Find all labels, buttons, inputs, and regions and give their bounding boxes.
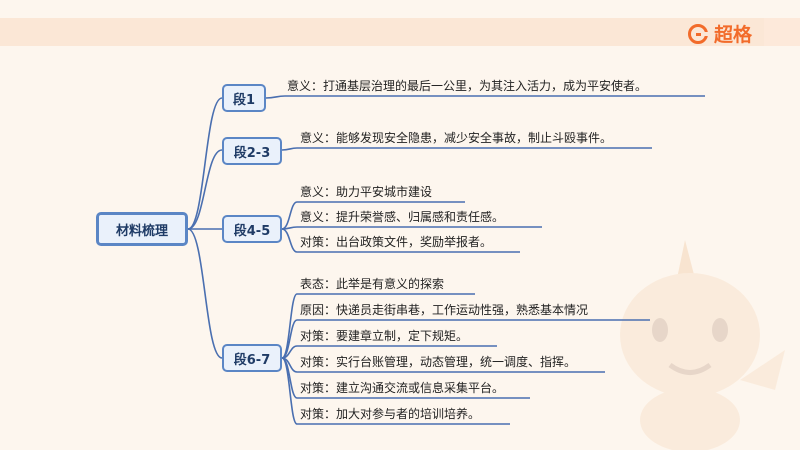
brand-mark-icon — [687, 23, 708, 44]
header-right-strip — [764, 18, 800, 46]
root-node: 材料梳理 — [96, 212, 188, 246]
leaf-item: 原因：快递员走街串巷，工作运动性强，熟悉基本情况 — [300, 303, 589, 317]
leaf-item: 表态：此举是有意义的探索 — [300, 277, 445, 291]
leaf-item: 意义：提升荣誉感、归属感和责任感。 — [300, 210, 505, 224]
section-node-1: 段1 — [222, 84, 266, 112]
brand-logo: 超格 — [687, 20, 752, 47]
leaf-item: 意义：助力平安城市建设 — [300, 185, 433, 199]
leaf-item: 对策：建立沟通交流或信息采集平台。 — [300, 381, 505, 395]
leaf-item: 意义：能够发现安全隐患，减少安全事故，制止斗殴事件。 — [300, 131, 613, 145]
leaf-item: 对策：实行台账管理，动态管理，统一调度、指挥。 — [300, 355, 577, 369]
leaf-item: 意义：打通基层治理的最后一公里，为其注入活力，成为平安使者。 — [287, 79, 648, 93]
section-node-2-3: 段2-3 — [222, 137, 282, 165]
leaf-item: 对策：出台政策文件，奖励举报者。 — [300, 235, 493, 249]
unicorn-mascot-icon — [620, 240, 785, 450]
brand-name: 超格 — [713, 24, 752, 46]
header-bar — [0, 18, 800, 46]
leaf-item: 对策：加大对参与者的培训培养。 — [300, 407, 481, 421]
leaf-item: 对策：要建章立制，定下规矩。 — [300, 329, 469, 343]
section-node-6-7: 段6-7 — [222, 344, 282, 372]
section-node-4-5: 段4-5 — [222, 215, 282, 243]
